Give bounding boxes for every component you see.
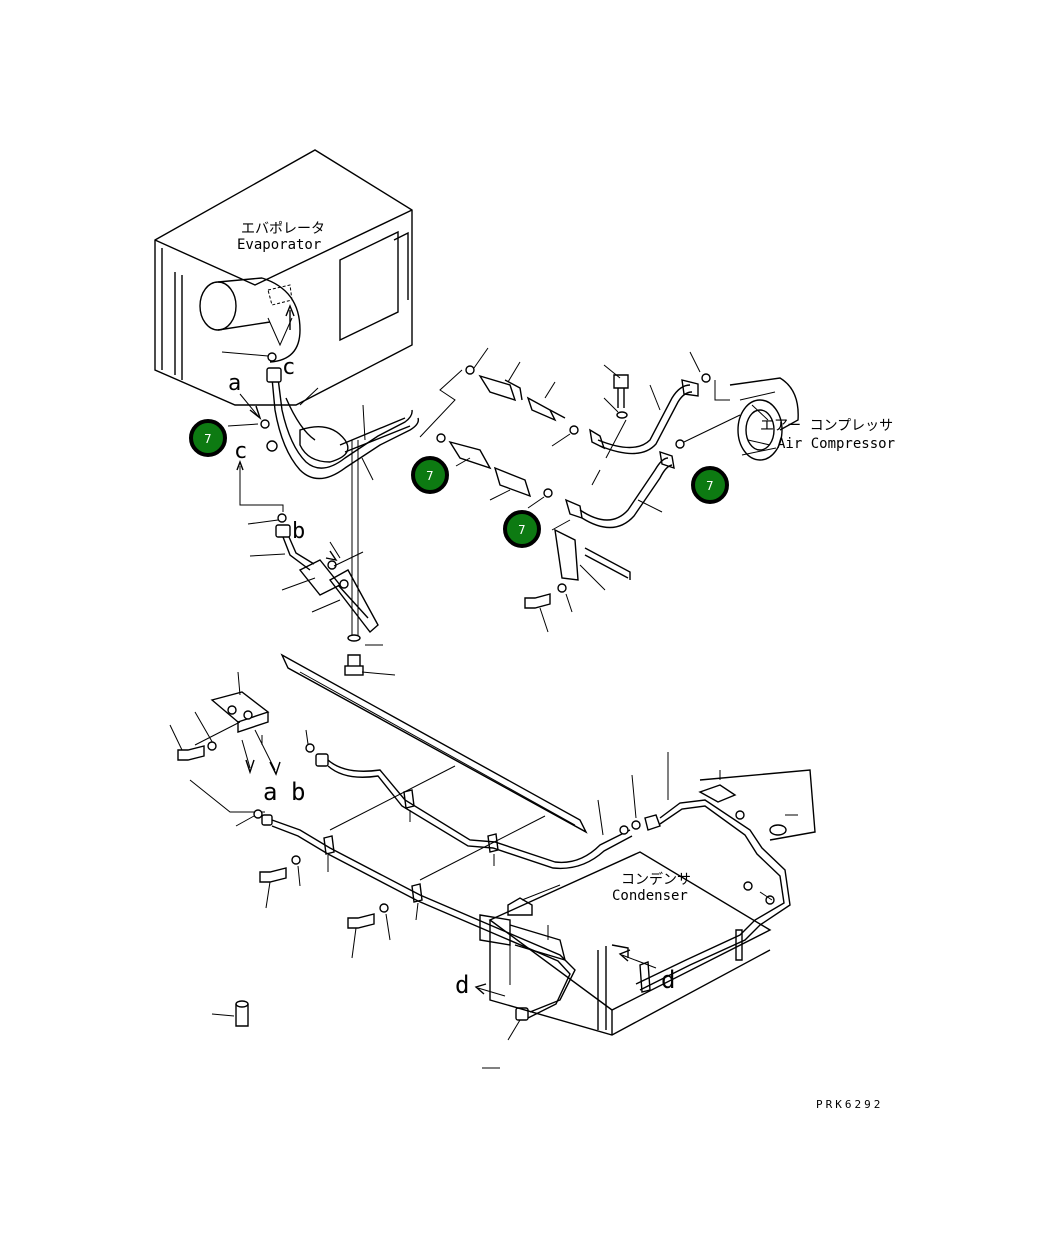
evaporator-label-en: Evaporator: [237, 237, 321, 253]
part-marker-3[interactable]: 7: [503, 510, 541, 548]
view-reference-a-bottom: a: [263, 778, 277, 806]
view-label-d-left: d: [455, 971, 469, 999]
mounting-rail: [280, 653, 588, 834]
part-marker-1[interactable]: 7: [189, 419, 227, 457]
view-label-a-bottom: a: [263, 778, 277, 806]
part-marker-1-label: 7: [204, 432, 212, 446]
part-marker-2[interactable]: 7: [411, 456, 449, 494]
view-label-c-top: c: [282, 355, 295, 380]
valve-subassembly: [236, 460, 396, 676]
view-label-c-mid: c: [234, 439, 247, 464]
view-label-b-bottom: b: [291, 778, 305, 806]
air-compressor: [729, 377, 799, 461]
view-reference-a-top: a: [228, 371, 262, 421]
view-reference-d-right: d: [618, 949, 675, 994]
view-reference-d-left: d: [455, 971, 506, 999]
part-marker-2-label: 7: [426, 469, 434, 483]
view-reference-c-mid: c: [234, 439, 247, 464]
view-label-d-right: d: [661, 966, 675, 994]
center-fittings: [448, 347, 579, 509]
evaporator-unit: [154, 149, 413, 406]
part-marker-4[interactable]: 7: [691, 466, 729, 504]
drawing-code: PRK6292: [816, 1098, 883, 1111]
evaporator-label-jp: エバポレータ: [241, 221, 325, 237]
compressor-label-en: Air Compressor: [777, 436, 895, 452]
evaporator-hose-assembly: [227, 367, 463, 640]
view-label-a-top: a: [228, 371, 241, 396]
lower-bracket: [169, 671, 281, 813]
condenser-label-jp: コンデンサ: [621, 871, 691, 888]
part-marker-3-label: 7: [518, 523, 526, 537]
view-label-b-top: b: [292, 519, 305, 544]
compressor-hose-assembly: [524, 351, 741, 633]
view-reference-c-top: c: [282, 355, 295, 380]
part-marker-4-label: 7: [706, 479, 714, 493]
compressor-label-jp: エアー コンプレッサ: [760, 418, 893, 434]
view-reference-b-top: b: [292, 519, 305, 544]
condenser-unit: [479, 769, 816, 1069]
condenser-label-en: Condenser: [612, 888, 688, 904]
view-reference-b-bottom: b: [291, 778, 305, 806]
